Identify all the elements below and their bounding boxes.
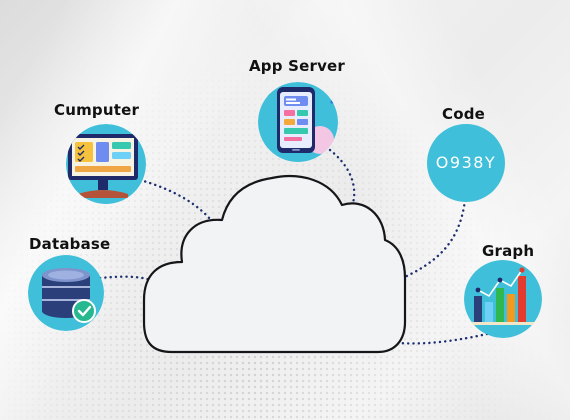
app-server-label: App Server (249, 57, 346, 75)
connector-computer (138, 178, 217, 227)
graph-node[interactable] (464, 260, 542, 338)
desktop-monitor-icon (66, 124, 146, 204)
database-check-icon (28, 255, 104, 331)
smartphone-app-icon (258, 82, 338, 162)
database-node[interactable] (28, 255, 104, 331)
code-node[interactable]: O938Y (427, 124, 505, 202)
computer-label: Cumputer (54, 101, 140, 119)
app-server-node[interactable] (258, 82, 338, 162)
code-label: Code (442, 105, 486, 123)
connector-code (396, 198, 467, 282)
graph-label: Graph (482, 242, 535, 260)
bar-chart-icon (464, 260, 542, 338)
database-label: Database (29, 235, 111, 253)
code-value: O938Y (435, 153, 497, 172)
computer-node[interactable] (66, 124, 146, 204)
connector-graph (396, 332, 489, 345)
connector-database (98, 275, 152, 282)
